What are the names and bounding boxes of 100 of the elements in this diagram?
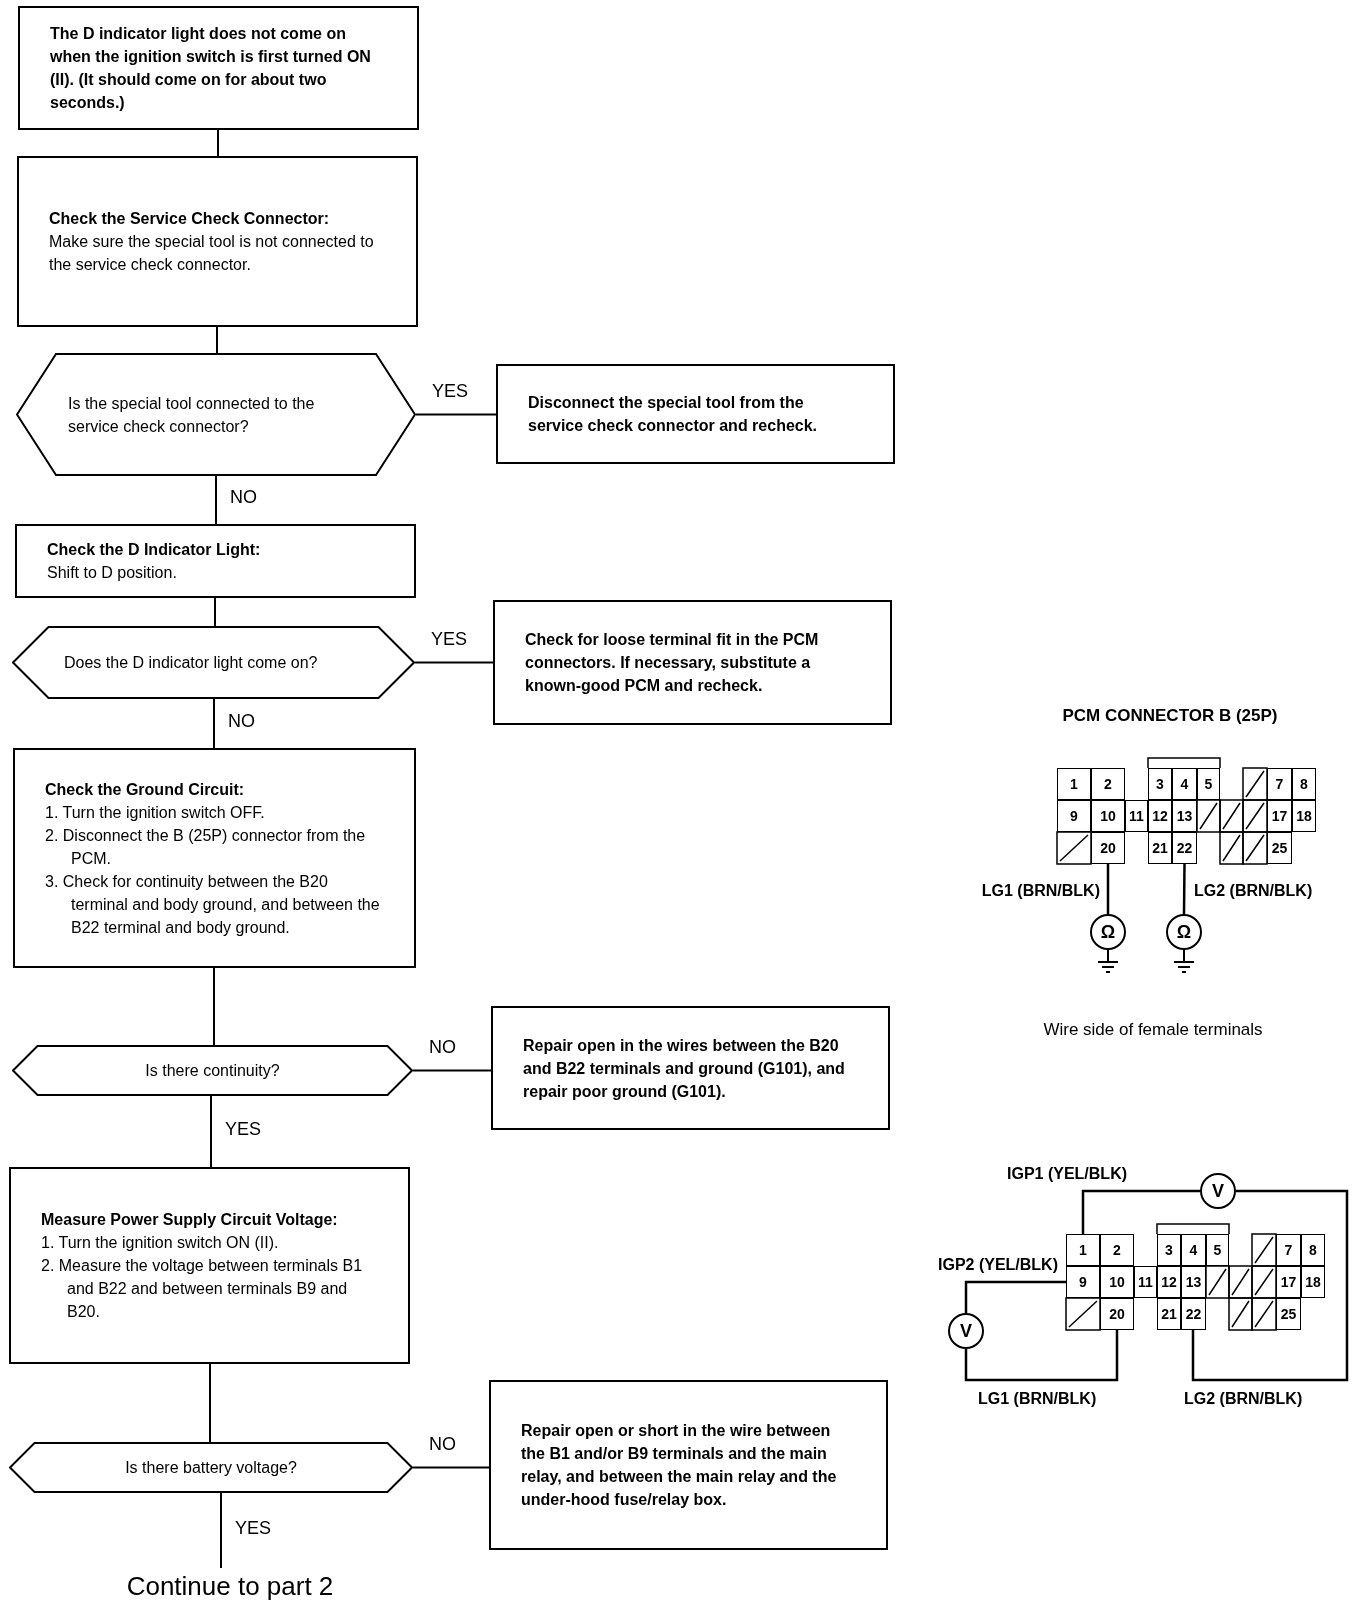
process-box xyxy=(9,1167,410,1364)
connector-line xyxy=(414,661,494,664)
box-heading: Check the Service Check Connector: xyxy=(49,209,331,229)
terminal-cell: 9 xyxy=(1066,1266,1100,1298)
wire-label: LG1 (BRN/BLK) xyxy=(978,1389,1097,1407)
terminal-cell: 2 xyxy=(1100,1234,1134,1266)
terminal-cell: 12 xyxy=(1157,1266,1181,1298)
terminal-cell: 11 xyxy=(1125,800,1148,832)
step-text: 2. Disconnect the B (25P) connector from the PCM. xyxy=(45,825,367,869)
decision-hexagon xyxy=(9,1442,413,1493)
connector-line xyxy=(412,1069,492,1072)
box-text: Repair open in the wires between the B20 and B22 terminals and ground (G101), and repair poor ground (G101). xyxy=(523,1035,846,1102)
connector-line xyxy=(209,1363,211,1443)
terminal-cell: 1 xyxy=(1066,1234,1100,1266)
connector-line xyxy=(412,1466,490,1469)
terminal-cell: 8 xyxy=(1301,1234,1325,1266)
process-box xyxy=(496,364,895,464)
terminal-cell: 13 xyxy=(1172,800,1197,832)
terminal-cell: 18 xyxy=(1292,800,1316,832)
connector-name: PCM CONNECTOR B (25P) xyxy=(1062,705,1278,725)
wire-line xyxy=(1106,864,1110,914)
terminal-cell: 10 xyxy=(1100,1266,1134,1298)
terminal-cell: 25 xyxy=(1276,1298,1301,1330)
ohmmeter-symbol: Ω xyxy=(1090,914,1126,950)
box-heading: Check the D Indicator Light: xyxy=(47,540,262,560)
process-box xyxy=(489,1380,888,1550)
process-box xyxy=(15,524,416,598)
box-text: The D indicator light does not come on when the ignition switch is first turned ON (II). (It should come on for about two seconds.) xyxy=(50,24,372,113)
terminal-cell: 3 xyxy=(1157,1234,1181,1266)
decision-hexagon xyxy=(16,353,416,476)
wire-line xyxy=(1081,1189,1200,1234)
decision-hexagon xyxy=(12,1045,413,1096)
terminal-cell: 9 xyxy=(1057,800,1091,832)
view-caption: Wire side of female terminals xyxy=(1043,1019,1263,1039)
wire-label: LG2 (BRN/BLK) xyxy=(1194,881,1313,899)
terminal-cell: 17 xyxy=(1267,800,1292,832)
wire-line xyxy=(964,1330,1119,1382)
wire-line xyxy=(1182,864,1186,914)
terminal-cell: 20 xyxy=(1091,832,1125,864)
terminal-cell: 17 xyxy=(1276,1266,1301,1298)
decision-hexagon xyxy=(12,626,415,699)
terminal-cell: 20 xyxy=(1100,1298,1134,1330)
ohmmeter-symbol: Ω xyxy=(1166,914,1202,950)
box-text: Make sure the special tool is not connected to the service check connector. xyxy=(49,232,375,275)
terminal-cell: 7 xyxy=(1267,768,1292,800)
terminal-cell: 4 xyxy=(1181,1234,1206,1266)
voltmeter-symbol: V xyxy=(948,1313,984,1349)
terminal-cell: 5 xyxy=(1197,768,1220,800)
terminal-cell: 22 xyxy=(1172,832,1197,864)
process-box xyxy=(18,6,419,130)
terminal-cell: 21 xyxy=(1148,832,1172,864)
process-box xyxy=(493,600,892,725)
connector-line xyxy=(415,413,497,416)
wire-label: LG2 (BRN/BLK) xyxy=(1184,1389,1303,1407)
connector-line xyxy=(216,326,218,354)
connector-line xyxy=(217,129,219,157)
terminal-cell: 13 xyxy=(1181,1266,1206,1298)
step-text: 1. Turn the ignition switch ON (II). xyxy=(41,1233,280,1253)
box-text: Is there continuity? xyxy=(144,1061,281,1081)
terminal-cell: 10 xyxy=(1091,800,1125,832)
terminal-cell: 12 xyxy=(1148,800,1172,832)
box-text: Does the D indicator light come on? xyxy=(64,653,319,673)
terminal-cell: 25 xyxy=(1267,832,1292,864)
connector-line xyxy=(215,475,217,525)
connector-line xyxy=(213,967,215,1046)
connector-line xyxy=(214,597,216,627)
terminal-cell: 21 xyxy=(1157,1298,1181,1330)
connector-line xyxy=(220,1492,222,1569)
box-heading: Measure Power Supply Circuit Voltage: xyxy=(41,1210,339,1230)
box-text: Disconnect the special tool from the service check connector and recheck. xyxy=(528,393,819,436)
terminal-cell: 2 xyxy=(1091,768,1125,800)
terminal-cell: 4 xyxy=(1172,768,1197,800)
box-text: Check for loose terminal fit in the PCM connectors. If necessary, substitute a known-good PCM and recheck. xyxy=(525,630,820,696)
connector-line xyxy=(213,698,215,749)
box-text: Repair open or short in the wire between the B1 and/or B9 terminals and the main relay, and between the main relay and the under-hood fuse/relay box. xyxy=(521,1421,838,1510)
terminal-cell: 3 xyxy=(1148,768,1172,800)
box-text: Is the special tool connected to the service check connector? xyxy=(68,393,316,437)
terminal-cell: 22 xyxy=(1181,1298,1206,1330)
connector-line xyxy=(210,1095,212,1168)
voltmeter-symbol: V xyxy=(1200,1173,1236,1209)
continue-note: Continue to part 2 xyxy=(100,1568,360,1604)
process-box xyxy=(17,156,418,327)
box-heading: Check the Ground Circuit: xyxy=(45,779,246,800)
step-text: 3. Check for continuity between the B20 terminal and body ground, and between the B22 terminal and body ground. xyxy=(45,871,381,938)
terminal-cell: 8 xyxy=(1292,768,1316,800)
wire-label: IGP2 (YEL/BLK) xyxy=(938,1255,1058,1273)
terminal-cell: 7 xyxy=(1276,1234,1301,1266)
wire-line xyxy=(964,1280,1066,1313)
step-text: 1. Turn the ignition switch OFF. xyxy=(45,802,266,823)
process-box xyxy=(491,1006,890,1130)
wire-label: LG1 (BRN/BLK) xyxy=(981,881,1100,899)
box-text: Shift to D position. xyxy=(47,563,178,583)
terminal-cell: 18 xyxy=(1301,1266,1325,1298)
terminal-cell: 5 xyxy=(1206,1234,1229,1266)
box-text: Is there battery voltage? xyxy=(124,1458,298,1478)
process-box xyxy=(13,748,416,968)
wire-line xyxy=(1191,1189,1349,1382)
wire-label: IGP1 (YEL/BLK) xyxy=(1007,1164,1127,1182)
terminal-cell: 11 xyxy=(1134,1266,1157,1298)
step-text: 2. Measure the voltage between terminals B1 and B22 and between terminals B9 and B20. xyxy=(41,1256,364,1322)
